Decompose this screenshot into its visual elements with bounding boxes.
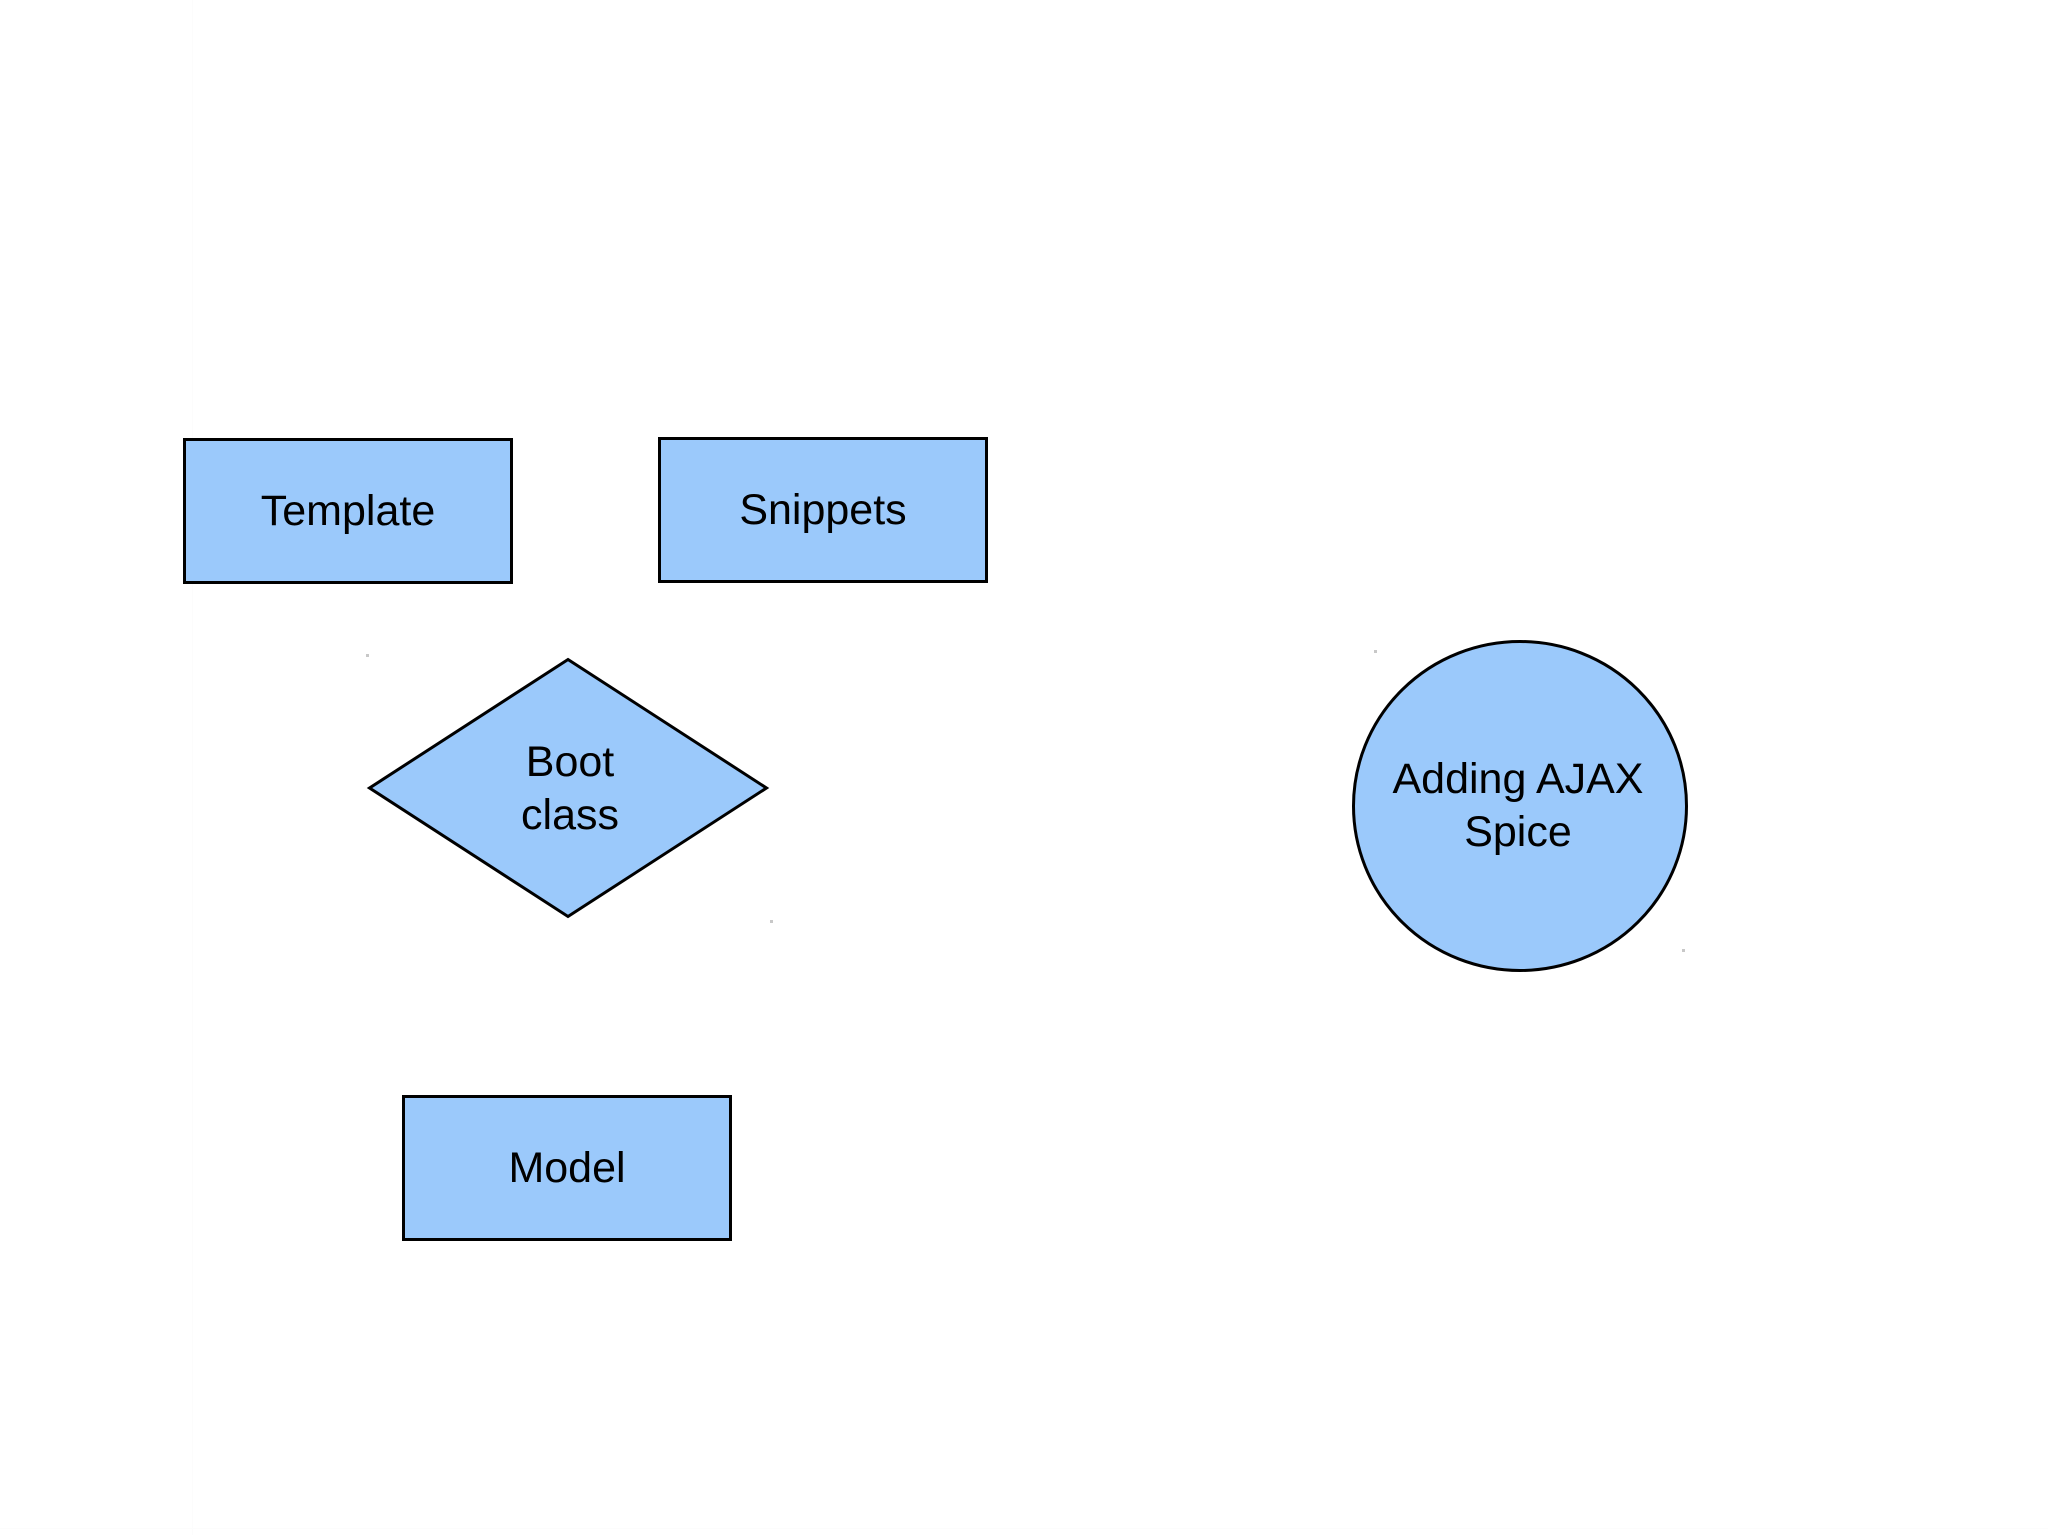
selection-speck (1682, 949, 1685, 952)
slide-edge-bottom (0, 1528, 2048, 1529)
node-snippets[interactable]: Snippets (658, 437, 988, 583)
slide-edge-left (192, 0, 193, 1535)
ellipse-shape-adding-ajax-spice (1352, 640, 1688, 972)
node-model[interactable]: Model (402, 1095, 732, 1241)
selection-speck (770, 920, 773, 923)
diamond-shape-boot-class (366, 657, 770, 919)
node-boot-class[interactable]: Boot class (366, 657, 770, 919)
selection-speck (366, 654, 369, 657)
selection-speck (1374, 650, 1377, 653)
node-template[interactable]: Template (183, 438, 513, 584)
rectangle-shape-template (183, 438, 513, 584)
rectangle-shape-model (402, 1095, 732, 1241)
node-adding-ajax-spice[interactable]: Adding AJAX Spice (1352, 640, 1688, 972)
rectangle-shape-snippets (658, 437, 988, 583)
